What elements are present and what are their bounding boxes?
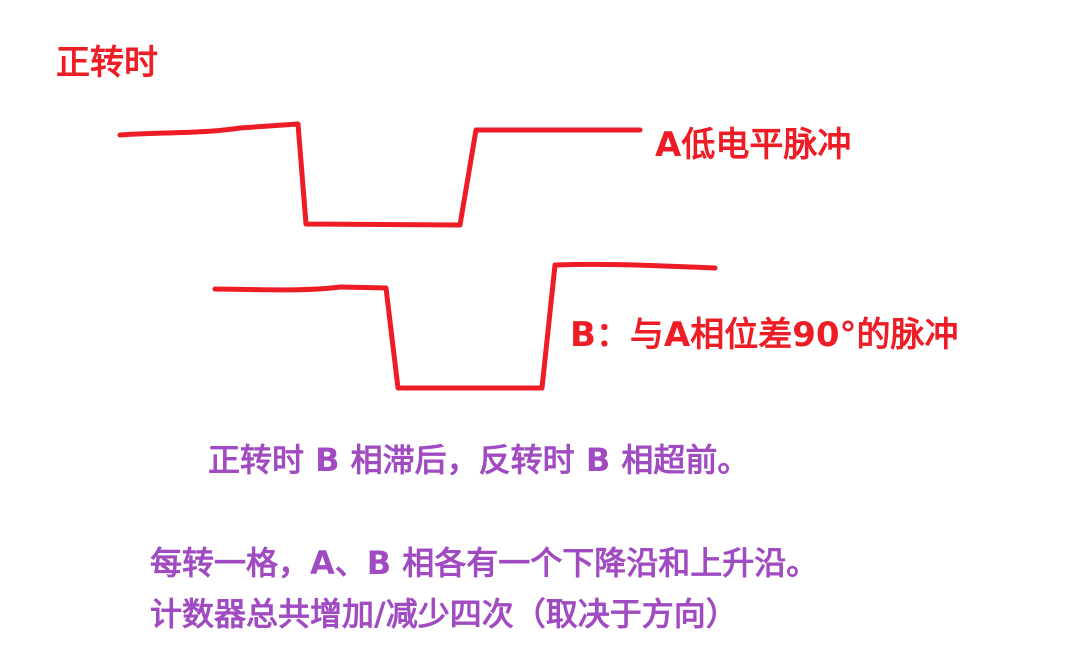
waveform-b-label: B：与A相位差90°的脉冲 xyxy=(570,315,959,355)
note-edges-per-step: 每转一格，A、B 相各有一个下降沿和上升沿。 xyxy=(150,544,819,582)
page-title: 正转时 xyxy=(56,43,158,83)
waveform-b-pulse xyxy=(212,261,718,391)
waveform-a-label: A低电平脉冲 xyxy=(655,125,852,165)
note-counter-change: 计数器总共增加/减少四次（取决于方向） xyxy=(150,595,738,633)
note-phase-relation: 正转时 B 相滞后，反转时 B 相超前。 xyxy=(208,441,750,479)
waveform-a-pulse xyxy=(117,121,643,228)
